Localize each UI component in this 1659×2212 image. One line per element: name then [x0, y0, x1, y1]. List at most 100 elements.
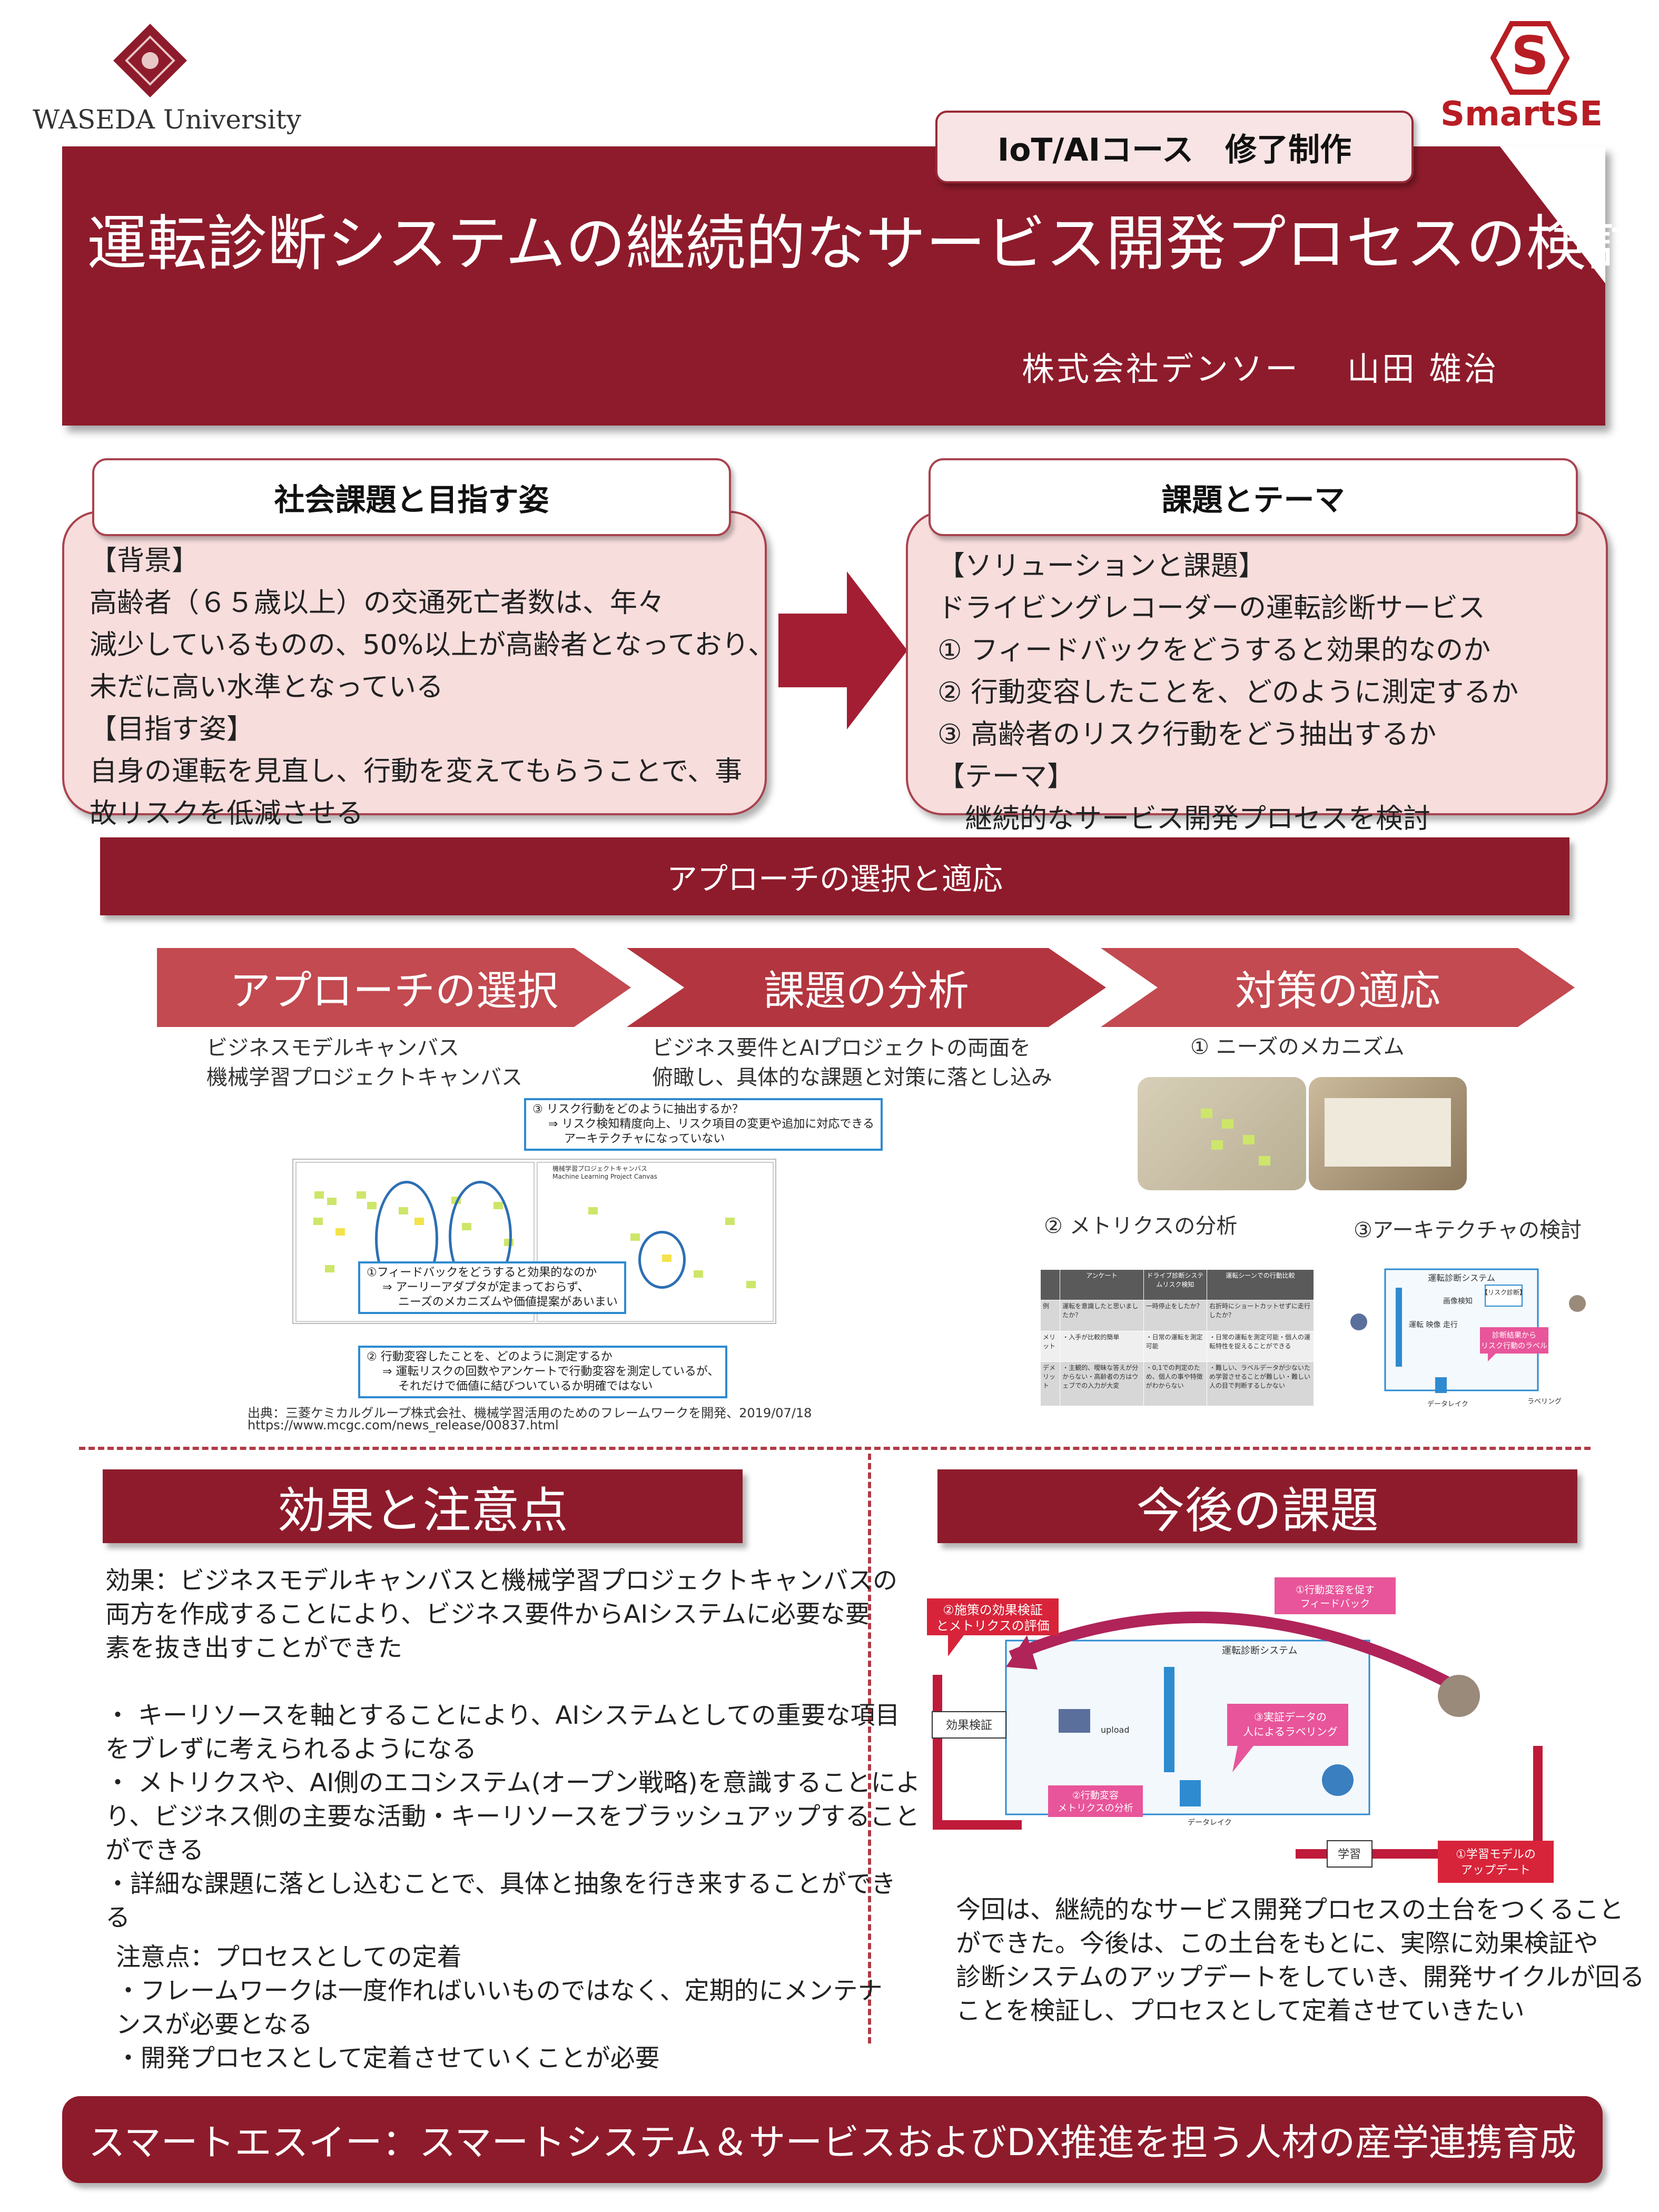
driver-icon [1059, 1709, 1090, 1733]
effect-line: る [105, 1903, 130, 1932]
callout-line: それだけで価値に結びついているか明確ではない [398, 1380, 653, 1393]
effect-line: 両方を作成することにより、ビジネス要件からAIシステムに必要な要 [105, 1600, 870, 1629]
table-cell: ・日常の運転を測定可能・個人の運転特性を捉えることができる [1207, 1330, 1314, 1362]
eval-label: ②施策の効果検証 [943, 1603, 1043, 1617]
theme-box [906, 511, 1608, 815]
table-row: 例 運転を意識したと思いましたか？ 一時停止をしたか？ 右折時にショートカットせ… [1040, 1300, 1314, 1331]
svg-text:S: S [1511, 25, 1549, 86]
elderly-person-icon [1438, 1675, 1480, 1717]
theme-line: ② 行動変容したことを、どのように測定するか [937, 677, 1519, 708]
table-cell: 例 [1040, 1300, 1061, 1331]
table-cell: ・0,1での判定のため、個人の事や特徴がわからない [1143, 1361, 1208, 1406]
theme-line: 継続的なサービス開発プロセスを検討 [937, 803, 1431, 835]
update-label-box [1438, 1841, 1554, 1883]
analysis-line: ビジネス要件とAIプロジェクトの両面を [652, 1036, 1031, 1060]
effect-line: ・ キーリソースを軸とすることにより、AIシステムとしての重要な項目 [105, 1701, 900, 1730]
source-citation: 出典：三菱ケミカルグループ株式会社、機械学習活用のためのフレームワークを開発、2… [248, 1406, 812, 1420]
effect-line: 素を抜き出すことができた [105, 1634, 402, 1663]
callout-risk-extraction: ③ リスク行動をどのように抽出するか？ ⇒ リスク検知精度向上、リスク項目の変更… [524, 1098, 883, 1151]
callout-line: ② 行動変容したことを、どのように測定するか [367, 1350, 613, 1364]
future-text: 今回は、継続的なサービス開発プロセスの土台をつくること ができた。今後は、この土… [956, 1893, 1645, 2028]
column-divider [868, 1454, 871, 2043]
footer-banner: スマートエスイー：スマートシステム＆サービスおよびDX推進を担う人材の産学連携育… [62, 2096, 1603, 2183]
callout-behavior-change: ② 行動変容したことを、どのように測定するか ⇒ 運転リスクの回数やアンケートで… [358, 1346, 728, 1398]
social-issue-heading: 社会課題と目指す姿 [92, 458, 731, 536]
social-line: 減少しているものの、50%以上が高齢者となっており、 [90, 629, 776, 661]
feedback-label-box [1275, 1577, 1396, 1614]
measure-needs-label: ① ニーズのメカニズム [1190, 1035, 1405, 1059]
caution-text: 注意点：プロセスとしての定着 ・フレームワークは一度作ればいいものではなく、定期… [116, 1941, 883, 2076]
effect-line [105, 1665, 921, 1699]
table-cell: 一時停止をしたか？ [1143, 1300, 1208, 1331]
table-cell: ・入手が比較的簡単 [1060, 1330, 1144, 1362]
effect-line: をブレずに考えられるようになる [105, 1735, 477, 1764]
table-cell: 運転を意識したと思いましたか？ [1060, 1300, 1144, 1331]
effect-line: ・ メトリクスや、AI側のエコシステム(オープン戦略)を意識することによ [105, 1769, 921, 1798]
callout-line: ⇒ アーリーアダプタが定まっておらず、 [382, 1281, 589, 1294]
ml-canvas-title: 機械学習プロジェクトキャンバス Machine Learning Project… [552, 1165, 657, 1181]
development-cycle-diagram: 運転診断システム upload データレイク ①行動変容を促す フィードバック … [927, 1577, 1554, 1883]
table-cell: デメリット [1040, 1361, 1061, 1406]
effect-text: 効果：ビジネスモデルキャンバスと機械学習プロジェクトキャンバスの 両方を作成する… [105, 1564, 921, 1935]
theme-line: ③ 高齢者のリスク行動をどう抽出するか [937, 719, 1437, 750]
callout-line: ⇒ リスク検知精度向上、リスク項目の変更や追加に対応できる [548, 1118, 874, 1131]
social-issue-box [62, 511, 767, 815]
arch-side-label: 運転 映像 走行 [1409, 1321, 1458, 1329]
table-cell: ・主観的、曖昧な答えが分からない・高齢者の方はウェブでの入力が大変 [1060, 1361, 1144, 1406]
future-line: ことを検証し、プロセスとして定着させていきたい [956, 1997, 1525, 2026]
arch-labeling: ラベリング [1527, 1398, 1562, 1406]
table-row: アンケート ドライブ診断システムリスク検知 運転シーンでの行動比較 [1040, 1269, 1314, 1301]
arch-risk-label: 【リスク診断】 [1482, 1288, 1526, 1296]
theme-line: 【ソリューションと課題】 [937, 550, 1266, 582]
theme-line: 【テーマ】 [937, 761, 1075, 793]
annotator-icon [1322, 1764, 1354, 1796]
theme-text: 【ソリューションと課題】 ドライビングレコーダーの運転診断サービス ① フィード… [937, 545, 1518, 840]
table-cell: ・難しい、ラベルデータが少ないため学習させることが難しい・難しい人の目で判断する… [1207, 1361, 1314, 1406]
feedback-label: ①行動変容を促す [1296, 1584, 1375, 1596]
arch-risk-callout: 診断結果から [1492, 1331, 1536, 1340]
callout-feedback: ①フィードバックをどうすると効果的なのか ⇒ アーリーアダプタが定まっておらず、… [358, 1261, 626, 1314]
table-header: アンケート [1060, 1269, 1144, 1301]
title-banner-ext [1500, 283, 1605, 426]
effect-line: 効果：ビジネスモデルキャンバスと機械学習プロジェクトキャンバスの [105, 1566, 897, 1595]
analysis-text: ビジネス要件とAIプロジェクトの両面を 俯瞰し、具体的な課題と対策に落とし込み [652, 1033, 1052, 1092]
social-issue-text: 【背景】 高齢者（６５歳以上）の交通死亡者数は、年々 減少しているものの、50%… [90, 540, 775, 835]
step-approach-selection: アプローチの選択 [157, 948, 631, 1027]
smartse-logo: S [1490, 21, 1569, 95]
measure-architecture-label: ③アーキテクチャの検討 [1354, 1218, 1582, 1242]
metrics-table: アンケート ドライブ診断システムリスク検知 運転シーンでの行動比較 例 運転を意… [1040, 1269, 1314, 1406]
feedback-label: フィードバック [1300, 1598, 1370, 1609]
database-icon [1435, 1377, 1447, 1393]
elderly-person-icon [1569, 1295, 1586, 1312]
metrics-label-box [1048, 1785, 1143, 1817]
effect-line: り、ビジネス側の主要な活動・キーリソースをブラッシュアップすること [105, 1802, 920, 1831]
title-banner-corner [1500, 146, 1605, 283]
table-row: デメリット ・主観的、曖昧な答えが分からない・高齢者の方はウェブでの入力が大変 … [1040, 1361, 1314, 1406]
selection-line: ビジネスモデルキャンバス [206, 1036, 459, 1060]
section-divider [79, 1447, 1591, 1450]
step-countermeasure: 対策の適応 [1101, 948, 1575, 1027]
update-label: ①学習モデルの [1456, 1848, 1536, 1861]
arch-datalake: データレイク [1427, 1400, 1468, 1408]
social-line: 高齢者（６５歳以上）の交通死亡者数は、年々 [90, 587, 665, 619]
theme-heading: 課題とテーマ [929, 458, 1578, 536]
labeling-label: ③実証データの [1254, 1711, 1327, 1723]
callout-line: ③ リスク行動をどのように抽出するか？ [532, 1103, 744, 1116]
database-icon [1180, 1780, 1201, 1806]
workshop-photo [1309, 1077, 1467, 1190]
source-url[interactable]: https://www.mcgc.com/news_release/00837.… [248, 1418, 559, 1433]
social-line: 未だに高い水準となっている [90, 671, 443, 703]
poster-title: 運転診断システムの継続的なサービス開発プロセスの検討 [87, 209, 1646, 279]
callout-line: ①フィードバックをどうすると効果的なのか [367, 1266, 597, 1279]
caution-line: ・開発プロセスとして定着させていくことが必要 [116, 2044, 660, 2073]
caution-line: ンスが必要となる [116, 2010, 313, 2039]
social-line: 【背景】 [90, 545, 200, 577]
author: 株式会社デンソー 山田 雄治 [1022, 350, 1499, 388]
selection-text: ビジネスモデルキャンバス 機械学習プロジェクトキャンバス [206, 1033, 522, 1092]
effect-check-box [932, 1711, 1006, 1739]
system-label: 運転診断システム [1222, 1645, 1297, 1656]
social-line: 故リスクを低減させる [90, 798, 364, 829]
eval-label: とメトリクスの評価 [936, 1618, 1049, 1633]
approach-banner: アプローチの選択と適応 [100, 837, 1569, 915]
driver-icon [1350, 1314, 1367, 1330]
